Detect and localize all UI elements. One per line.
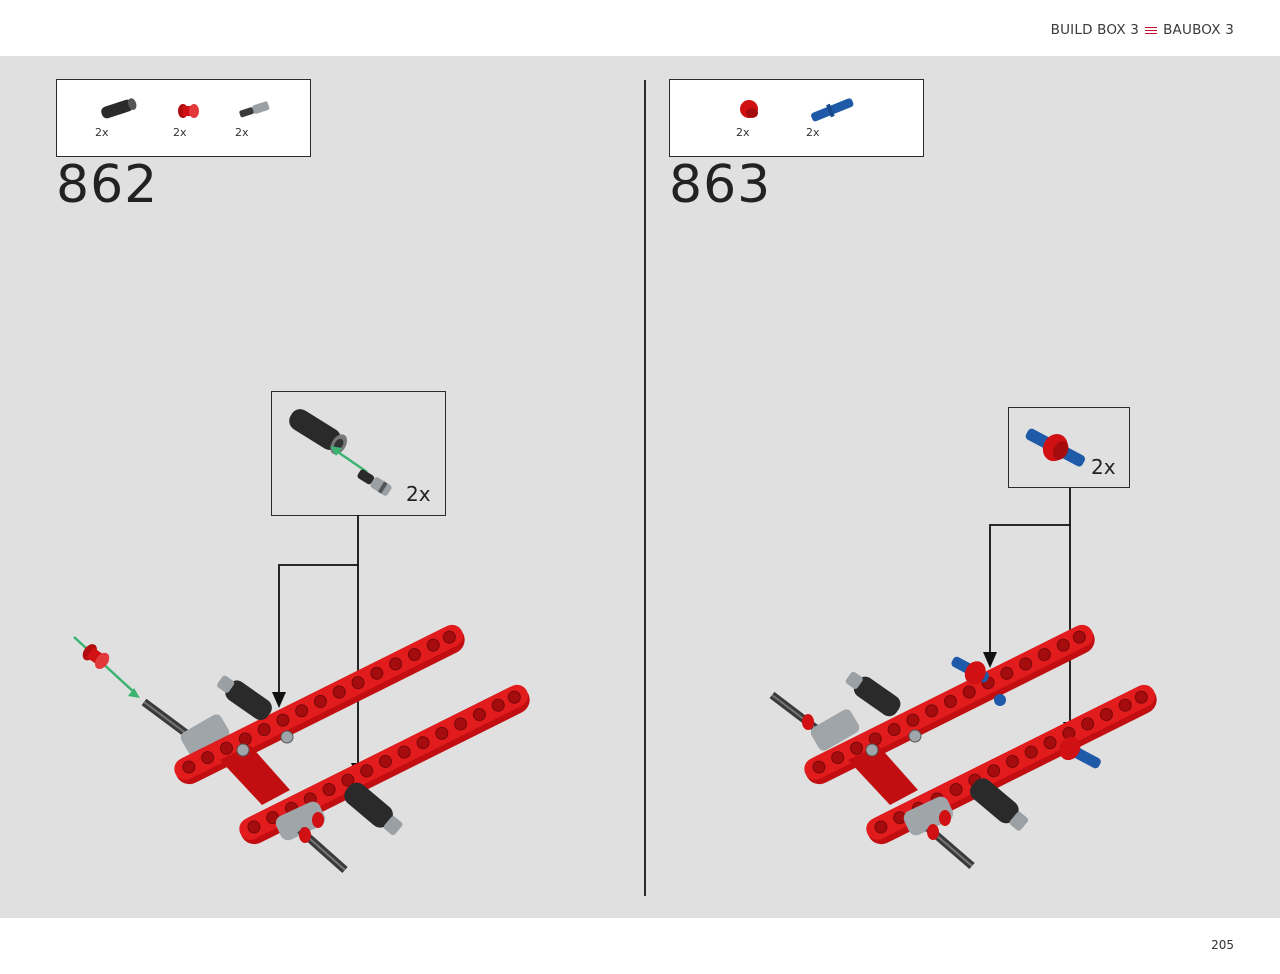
grey-pin [908,729,922,743]
insert-arrow-head [128,688,140,698]
step-number-863: 863 [669,155,772,215]
part-qty: 2x [235,126,249,139]
red-cross-link [848,745,918,805]
red-beam-upper [804,624,1095,785]
grey-pin [236,743,250,757]
axle-into-connector-icon [289,409,392,496]
leader-arrow [989,488,1071,660]
part-red-bush: 2x [173,94,221,139]
grey-connector-lower [903,796,954,836]
part-grey-axle-pin: 2x [235,94,283,139]
grey-pin [280,730,294,744]
red-bush-part [82,644,110,670]
grey-connector [810,709,860,751]
step-divider [644,80,646,896]
step-862-model [73,515,530,873]
part-blue-pin: 2x [806,94,854,139]
blue-pin-with-bush-upper [951,656,990,685]
red-cross-link [220,745,290,805]
grey-axle-pin-icon [239,101,270,118]
arrow-head [983,652,997,668]
red-half-bush-icon [740,100,758,118]
blue-pin-tip [994,694,1006,706]
callout-qty-862: 2x [406,482,431,506]
flag-stripes-icon [1145,26,1158,35]
part-qty: 2x [736,126,750,139]
leader-arrow [278,515,359,700]
arrow-head [272,692,286,708]
grey-connector [180,714,230,756]
grey-axle-bottom [297,812,348,873]
sub-assembly-callout-862: 2x [271,391,446,516]
red-bush-icon [178,104,199,118]
build-box-label: BUILD BOX 3 BAUBOX 3 [1051,20,1234,40]
part-qty: 2x [95,126,109,139]
sub-assembly-callout-863: 2x [1008,407,1130,488]
parts-list-863: 2x 2x [669,79,924,157]
black-connector-upper [217,675,272,721]
step-number-862: 862 [56,155,159,215]
parts-list-862: 2x 2x 2x [56,79,311,157]
part-black-axle-connector: 2x [95,94,143,139]
grey-axle-bottom [925,810,975,870]
callout-qty-863: 2x [1091,455,1116,479]
blue-pin-with-bush-lower [1059,736,1101,769]
pin-with-bush-icon [1025,428,1086,467]
build-box-text: BUILD BOX 3 [1050,22,1140,38]
page-number: 205 [1211,938,1234,952]
instruction-stage: 2x 2x 2x 862 [0,56,1280,918]
grey-connector-lower [275,801,326,841]
part-red-half-bush: 2x [736,94,784,139]
step-863-model [769,488,1157,870]
baubox-text: BAUBOX 3 [1163,22,1234,38]
part-qty: 2x [806,126,820,139]
black-axle-connector-icon [101,98,137,119]
red-beam-upper [174,624,465,785]
part-qty: 2x [173,126,187,139]
grey-pin [865,743,879,757]
blue-pin-icon [811,98,854,122]
black-connector-upper [845,671,901,717]
black-connector-lower [970,778,1029,831]
grey-axle [769,691,825,737]
black-connector-lower [344,782,403,836]
